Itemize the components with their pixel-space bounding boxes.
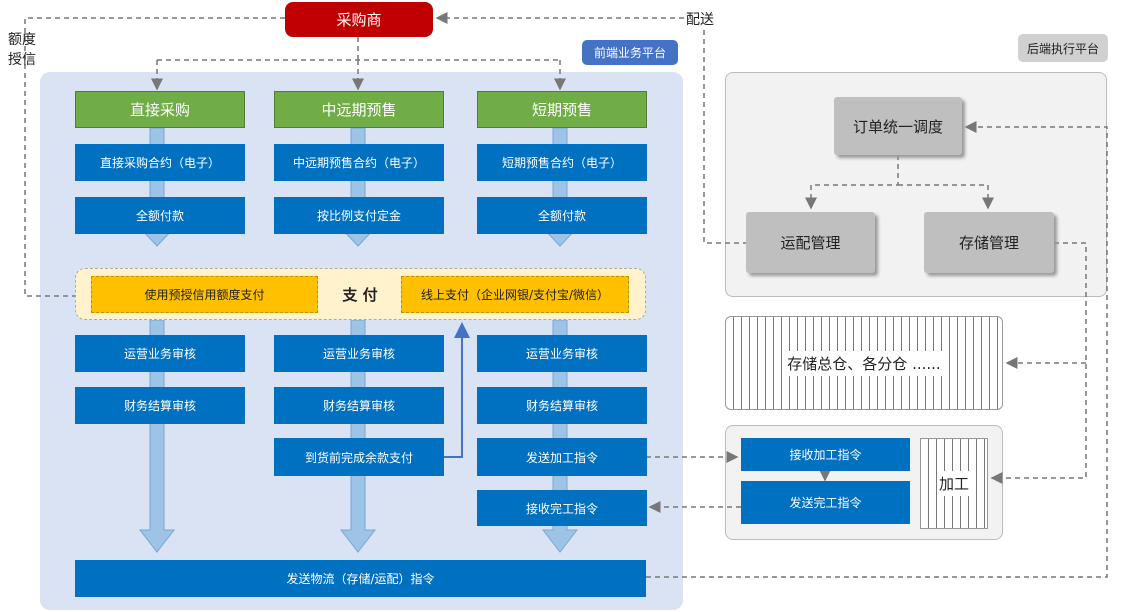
column-title-short-presale[interactable]: 短期预售	[477, 91, 647, 128]
front-platform-callout: 前端业务平台	[582, 40, 678, 65]
step-box[interactable]: 短期预售合约（电子）	[477, 144, 647, 181]
delivery-label: 配送	[686, 12, 714, 28]
step-box[interactable]: 财务结算审核	[75, 387, 245, 424]
column-title-direct[interactable]: 直接采购	[75, 91, 245, 128]
transport-mgmt-box[interactable]: 运配管理	[746, 212, 875, 273]
online-pay-box[interactable]: 线上支付（企业网银/支付宝/微信）	[401, 276, 629, 313]
storage-mgmt-box[interactable]: 存储管理	[924, 212, 1054, 273]
buyer-box[interactable]: 采购商	[285, 2, 433, 37]
step-box[interactable]: 全额付款	[75, 197, 245, 234]
step-box[interactable]: 接收完工指令	[477, 490, 647, 526]
step-box[interactable]: 中远期预售合约（电子）	[274, 144, 444, 181]
processing-label: 加工	[936, 471, 971, 496]
payment-label: 支 付	[342, 286, 378, 304]
warehouse-box[interactable]: 存储总仓、各分仓 ......	[725, 316, 1003, 410]
step-box[interactable]: 直接采购合约（电子）	[75, 144, 245, 181]
send-complete-box[interactable]: 发送完工指令	[741, 481, 910, 524]
warehouse-label: 存储总仓、各分仓 ......	[783, 350, 945, 376]
receive-process-box[interactable]: 接收加工指令	[741, 438, 910, 471]
step-box[interactable]: 运营业务审核	[477, 335, 647, 372]
credit-label: 额度授信	[8, 32, 36, 68]
step-box[interactable]: 按比例支付定金	[274, 197, 444, 234]
step-box[interactable]: 运营业务审核	[75, 335, 245, 372]
column-title-long-presale[interactable]: 中远期预售	[274, 91, 444, 128]
step-box[interactable]: 财务结算审核	[477, 387, 647, 424]
logistics-instruction-bar[interactable]: 发送物流（存储/运配）指令	[75, 560, 646, 597]
step-box[interactable]: 全额付款	[477, 197, 647, 234]
back-platform-callout: 后端执行平台	[1018, 34, 1108, 62]
credit-pay-box[interactable]: 使用预授信用额度支付	[91, 276, 318, 313]
order-dispatch-box[interactable]: 订单统一调度	[834, 97, 962, 155]
step-box[interactable]: 到货前完成余款支付	[274, 438, 444, 476]
step-box[interactable]: 发送加工指令	[477, 438, 647, 476]
processing-box[interactable]: 加工	[920, 438, 988, 529]
step-box[interactable]: 运营业务审核	[274, 335, 444, 372]
step-box[interactable]: 财务结算审核	[274, 387, 444, 424]
